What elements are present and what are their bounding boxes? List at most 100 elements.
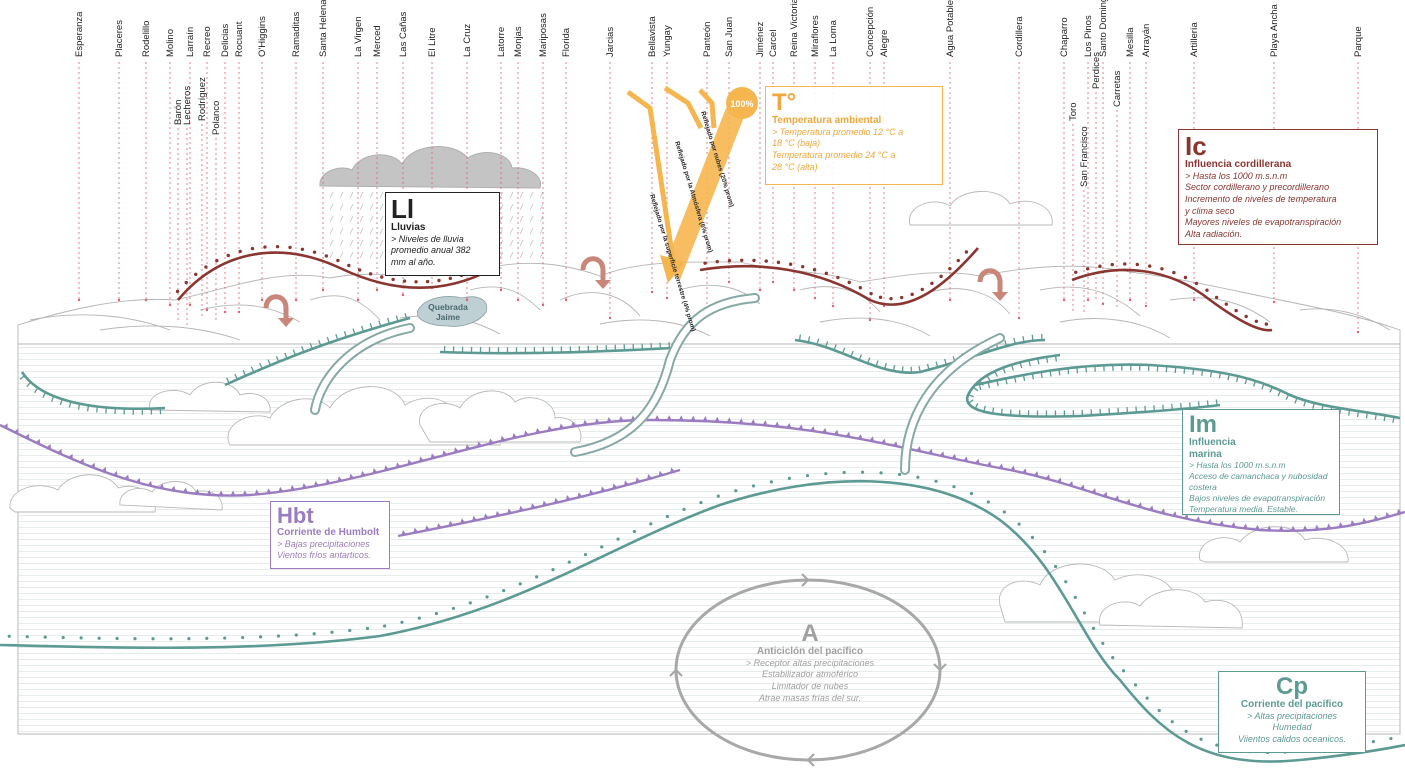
a-name: Anticiclón del pacífico <box>725 646 895 658</box>
place-label: Chaparro <box>1059 17 1070 57</box>
place-marker-lower: Barón <box>173 100 184 320</box>
place-label: Santo Domingo <box>1098 0 1109 57</box>
ll-desc-1: > Niveles de lluvia <box>391 234 494 246</box>
a-desc-3: Limitador de nubes <box>725 681 895 693</box>
place-label: Cordillera <box>1014 16 1025 57</box>
place-label: Latorre <box>496 27 507 57</box>
place-marker: Santa Helena <box>318 0 329 291</box>
ic-desc-4: y clima seco <box>1185 206 1371 218</box>
place-label: Arrayán <box>1141 24 1152 57</box>
cp-desc-1: > Altas precipitaciones <box>1229 711 1355 723</box>
place-label: Playa Ancha <box>1269 3 1280 57</box>
place-marker: Agua Potable <box>945 0 956 301</box>
hbt-code: Hbt <box>277 505 383 527</box>
place-label: Rocuant <box>234 21 245 57</box>
place-label: Alegre <box>879 30 890 57</box>
im-box: Im Influencia marina > Hasta los 1000 m.… <box>1182 409 1340 515</box>
ic-desc-5: Mayores niveles de evapotranspiración <box>1185 217 1371 229</box>
ic-desc-2: Sector cordillerano y precordillerano <box>1185 182 1371 194</box>
a-desc-1: > Receptor altas precipitaciones <box>725 658 895 670</box>
place-label: La Loma <box>828 19 839 57</box>
place-label: Los Pinos <box>1083 15 1094 57</box>
place-label: Merced <box>372 25 383 57</box>
place-label: Polanco <box>211 101 222 135</box>
place-label: Panteón <box>702 22 713 57</box>
cp-desc-3: Viientos calidos oceanicos. <box>1229 734 1355 746</box>
place-marker: Esperanza <box>74 11 85 301</box>
place-label: Lecheros <box>182 86 193 125</box>
sun-percent: 100% <box>730 99 753 109</box>
place-marker: Rocuant <box>234 21 245 313</box>
place-label: Florida <box>561 27 572 57</box>
im-desc-4: Bajos niveles de evapotranspiración <box>1189 493 1333 504</box>
place-marker: Florida <box>561 27 572 301</box>
place-label: La Virgen <box>353 17 364 58</box>
place-label: Monjas <box>513 26 524 57</box>
place-marker: Recreo <box>202 26 213 311</box>
place-label: Rodríguez <box>197 77 208 121</box>
place-marker: Ramaditas <box>291 11 302 301</box>
place-label: Toro <box>1068 103 1079 121</box>
place-marker: O'Higgins <box>257 16 268 301</box>
t-desc-4: 28 °C (alta) <box>772 162 936 174</box>
ll-box: Ll Lluvias > Niveles de lluvia promedio … <box>385 192 500 276</box>
place-label: Ramaditas <box>291 11 302 57</box>
place-marker: Delicias <box>220 23 231 313</box>
ic-desc-1: > Hasta los 1000 m.s.n.m <box>1185 171 1371 183</box>
ic-box: Ic Influencia cordillerana > Hasta los 1… <box>1178 129 1378 245</box>
place-marker-lower: Polanco <box>211 101 222 320</box>
im-desc-3: costera <box>1189 482 1333 493</box>
place-label: Larraín <box>185 27 196 57</box>
temperature-box: T° Temperatura ambiental > Temperatura p… <box>765 86 943 185</box>
place-label: Jarcias <box>605 27 616 57</box>
place-label: Concepción <box>865 7 876 57</box>
place-label: Santa Helena <box>318 0 329 57</box>
cp-box: Cp Corriente del pacífico > Altas precip… <box>1218 671 1366 753</box>
place-label: Parque <box>1353 26 1364 57</box>
ll-code: Ll <box>391 196 494 222</box>
a-code: A <box>725 622 895 646</box>
t-name: Temperatura ambiental <box>772 115 936 127</box>
place-marker: Mariposas <box>538 13 549 306</box>
im-desc-2: Acceso de camanchaca y nubosidad <box>1189 471 1333 482</box>
place-label: La Cruz <box>462 23 473 57</box>
place-marker: Monjas <box>513 26 524 301</box>
place-marker-lower: Perdices <box>1091 52 1102 300</box>
place-marker: Placeres <box>114 20 125 301</box>
hbt-desc-2: Vientos fríos antarticos. <box>277 550 383 562</box>
ll-desc-2: promedio anual 382 <box>391 245 494 257</box>
place-label: Carretas <box>1112 70 1123 107</box>
ll-name: Lluvias <box>391 222 494 234</box>
place-label: Delicias <box>220 23 231 57</box>
im-desc-5: Temperatura media. Estable. <box>1189 504 1333 515</box>
place-marker: Santo Domingo <box>1098 0 1109 305</box>
cp-code: Cp <box>1229 675 1355 699</box>
place-label: Agua Potable <box>945 0 956 57</box>
place-label: Miraflores <box>810 15 821 57</box>
a-desc-4: Atrae masas frías del sur. <box>725 693 895 705</box>
place-label: Las Cañas <box>398 11 409 57</box>
place-label: Rodelillo <box>141 21 152 57</box>
cp-name: Corriente del pacífico <box>1229 699 1355 711</box>
im-desc-1: > Hasta los 1000 m.s.n.m <box>1189 460 1333 471</box>
ic-name: Influencia cordillerana <box>1185 159 1371 171</box>
place-marker: Rodelillo <box>141 21 152 302</box>
place-marker: Mesilla <box>1125 27 1136 301</box>
im-code: Im <box>1189 413 1333 437</box>
hbt-desc-1: > Bajas precipitaciones <box>277 539 383 551</box>
t-code: T° <box>772 91 936 115</box>
place-marker: Molino <box>165 29 176 306</box>
place-label: Reina Victoria <box>789 0 800 57</box>
anticyclone-label: A Anticiclón del pacífico > Receptor alt… <box>725 622 895 714</box>
place-label: Perdices <box>1091 52 1102 89</box>
place-label: Placeres <box>114 20 125 57</box>
place-label: Mariposas <box>538 13 549 57</box>
place-label: O'Higgins <box>257 16 268 57</box>
place-label: El Litre <box>427 27 438 57</box>
place-label: Artillería <box>1189 21 1200 57</box>
place-label: Bellavista <box>647 16 658 57</box>
place-label: Molino <box>165 29 176 57</box>
ic-desc-6: Alta radiación. <box>1185 229 1371 241</box>
a-desc-2: Estabilizador atmoférico <box>725 669 895 681</box>
